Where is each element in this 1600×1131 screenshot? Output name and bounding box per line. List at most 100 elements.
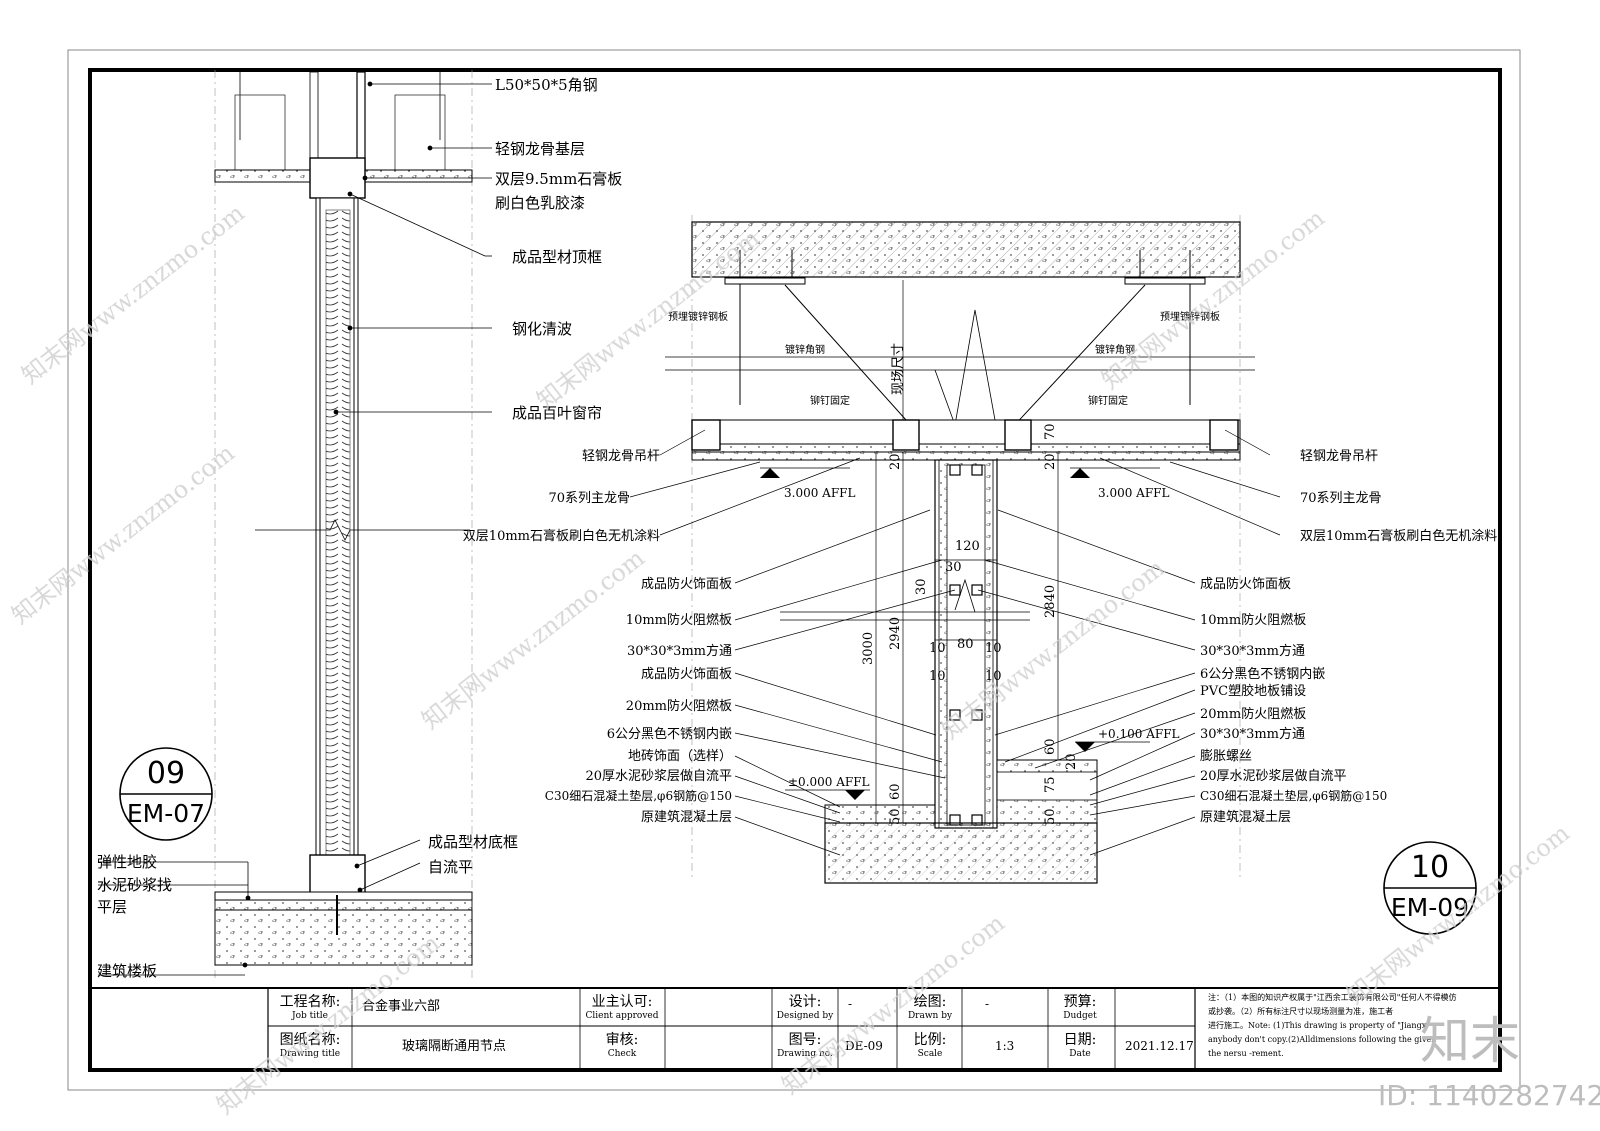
left-section-drawing — [98, 70, 492, 980]
note-line-3: 进行施工。Note: (1)This drawing is property o… — [1208, 1020, 1427, 1030]
label-mortar-left: 20厚水泥砂浆层做自流平 — [585, 769, 732, 784]
note-rivet-right: 铆钉固定 — [1088, 394, 1128, 407]
label-ceiling-board-right: 双层10mm石膏板刷白色无机涂料 — [1300, 528, 1497, 544]
label-fire-board-right: 10mm防火阻燃板 — [1200, 612, 1306, 628]
label-blinds: 成品百叶窗帘 — [512, 404, 602, 422]
drawing-no-value: DE-09 — [845, 1039, 883, 1053]
note-line-5: the nersu -rement. — [1208, 1049, 1284, 1058]
note-galv-angle-left: 镀锌角钢 — [785, 343, 825, 356]
label-fire-board-20-right: 20mm防火阻燃板 — [1200, 706, 1306, 722]
drawing-title-value: 玻璃隔断通用节点 — [402, 1039, 506, 1054]
label-fire-panel-left-1: 成品防火饰面板 — [641, 576, 732, 592]
dimension-labels: 120 30 30 80 10 10 10 10 3000 2940 2840 … — [861, 423, 1079, 825]
scale-label-en: Scale — [918, 1049, 943, 1059]
left-labels: L50*50*5角钢 轻钢龙骨基层 双层9.5mm石膏板 刷白色乳胶漆 成品型材… — [97, 76, 622, 980]
label-fire-panel-right: 成品防火饰面板 — [1200, 576, 1291, 592]
date-label: 日期: — [1064, 1032, 1097, 1048]
drawing-frame — [88, 68, 1502, 1072]
label-bottom-frame: 成品型材底框 — [428, 833, 518, 851]
note-galv-angle-right: 镀锌角钢 — [1095, 343, 1135, 356]
project-name: 合金事业六部 — [362, 998, 440, 1014]
level-ceiling-right: 3.000 AFFL — [1098, 486, 1169, 500]
watermarks: 知末网www.znzmo.com 知末网www.znzmo.com 知末网www… — [6, 199, 1575, 1120]
label-tempered-glass: 钢化清波 — [512, 320, 572, 338]
label-elastic-floor: 弹性地胶 — [97, 853, 157, 871]
job-title-label: 工程名称: — [280, 994, 341, 1010]
watermark-3: 知末网www.znzmo.com — [416, 544, 650, 735]
drawn-label-en: Drawn by — [908, 1011, 953, 1021]
drawn-label: 绘图: — [914, 994, 947, 1010]
label-c30-right: C30细石混凝土垫层,φ6钢筋@150 — [1200, 788, 1387, 803]
label-expansion-bolt: 膨胀螺丝 — [1200, 749, 1252, 764]
title-block — [90, 987, 1500, 1070]
designer-label: 设计: — [789, 994, 822, 1010]
dim-75: 75 — [1043, 776, 1058, 793]
label-fire-board-left: 10mm防火阻燃板 — [626, 612, 732, 628]
drawing-title-label: 图纸名称: — [280, 1032, 341, 1048]
label-top-frame: 成品型材顶框 — [512, 248, 602, 266]
label-light-steel-base: 轻钢龙骨基层 — [495, 140, 585, 158]
label-square-tube-right-2: 30*30*3mm方通 — [1200, 726, 1305, 742]
dim-10-b: 10 — [985, 641, 1002, 656]
right-notes: 预埋镀锌钢板 预埋镀锌钢板 镀锌角钢 镀锌角钢 铆钉固定 铆钉固定 现场尺寸 — [668, 310, 1220, 407]
note-rivet-left: 铆钉固定 — [810, 394, 850, 407]
dim-30-b: 30 — [914, 578, 929, 595]
dim-3000: 3000 — [861, 632, 876, 665]
client-label: 业主认可: — [592, 994, 653, 1010]
tag-09-sheet: EM-07 — [127, 799, 205, 828]
label-steel-inlay-right: 6公分黑色不锈钢内嵌 — [1200, 666, 1325, 682]
level-floor-left: ±0.000 AFFL — [788, 775, 870, 789]
dim-10-c: 10 — [929, 669, 946, 684]
dim-10-a: 10 — [929, 641, 946, 656]
drawing-no-label: 图号: — [789, 1032, 822, 1048]
label-cement-mortar: 水泥砂浆找 — [97, 876, 172, 894]
dim-20-a: 20 — [888, 453, 903, 470]
budget-label: 预算: — [1064, 994, 1097, 1010]
dim-10-d: 10 — [985, 669, 1002, 684]
label-concrete-left: 原建筑混凝土层 — [641, 809, 732, 825]
drawing-no-label-en: Drawing no. — [777, 1049, 833, 1059]
note-line-1: 注：（1）本图的知识产权属于"江西余工装饰有限公司"任何人不得模仿 — [1208, 992, 1456, 1002]
label-main-runner-left: 70系列主龙骨 — [548, 491, 630, 506]
label-pvc-floor: PVC塑胶地板铺设 — [1200, 683, 1306, 699]
dim-70: 70 — [1043, 423, 1058, 440]
dim-50-a: 50 — [888, 808, 903, 825]
dim-60-b: 60 — [1043, 738, 1058, 755]
label-c30-left: C30细石混凝土垫层,φ6钢筋@150 — [545, 788, 732, 803]
designer-label-en: Designed by — [777, 1011, 834, 1021]
check-label-en: Check — [608, 1049, 637, 1059]
right-section-drawing — [665, 215, 1255, 884]
tag-09-number: 09 — [147, 756, 185, 791]
label-mortar-right: 20厚水泥砂浆层做自流平 — [1200, 769, 1347, 784]
dim-20-b: 20 — [1043, 453, 1058, 470]
label-main-runner-right: 70系列主龙骨 — [1300, 491, 1382, 506]
right-right-labels: 轻钢龙骨吊杆 70系列主龙骨 双层10mm石膏板刷白色无机涂料 成品防火饰面板 … — [1200, 449, 1497, 825]
note-line-4: anybody don't copy.(2)Alldimensions foll… — [1208, 1035, 1436, 1044]
scale-label: 比例: — [914, 1032, 947, 1048]
title-block-text: 工程名称: Job title 合金事业六部 业主认可: Client appr… — [280, 992, 1457, 1059]
label-concrete-right: 原建筑混凝土层 — [1200, 809, 1291, 825]
job-title-label-en: Job title — [291, 1011, 328, 1021]
dim-2940: 2940 — [888, 617, 903, 650]
dim-2840: 2840 — [1043, 585, 1058, 618]
label-square-tube-left: 30*30*3mm方通 — [627, 643, 732, 659]
drawn-value: - — [985, 997, 989, 1011]
label-leveling-layer: 平层 — [97, 898, 127, 916]
note-embedded-plate-left: 预埋镀锌钢板 — [668, 310, 728, 323]
dim-120: 120 — [955, 539, 980, 554]
outer-border — [67, 49, 1521, 1091]
dim-50-b: 50 — [1043, 808, 1058, 825]
label-hanger-left: 轻钢龙骨吊杆 — [582, 449, 660, 464]
dim-20-c: 20 — [1064, 753, 1079, 770]
tag-10-sheet: EM-09 — [1391, 893, 1469, 922]
note-line-2: 或抄袭。（2）所有标注尺寸以现场测量为准，施工者 — [1208, 1006, 1393, 1016]
note-embedded-plate-right: 预埋镀锌钢板 — [1160, 310, 1220, 323]
right-left-labels: 轻钢龙骨吊杆 70系列主龙骨 双层10mm石膏板刷白色无机涂料 成品防火饰面板 … — [463, 449, 732, 825]
level-floor-right: +0.100 AFFL — [1098, 727, 1180, 741]
dim-30-a: 30 — [945, 560, 962, 575]
date-label-en: Date — [1069, 1049, 1091, 1059]
drawing-title-label-en: Drawing title — [280, 1049, 340, 1059]
label-white-latex: 刷白色乳胶漆 — [495, 194, 585, 212]
note-site-dimension: 现场尺寸 — [891, 343, 906, 395]
